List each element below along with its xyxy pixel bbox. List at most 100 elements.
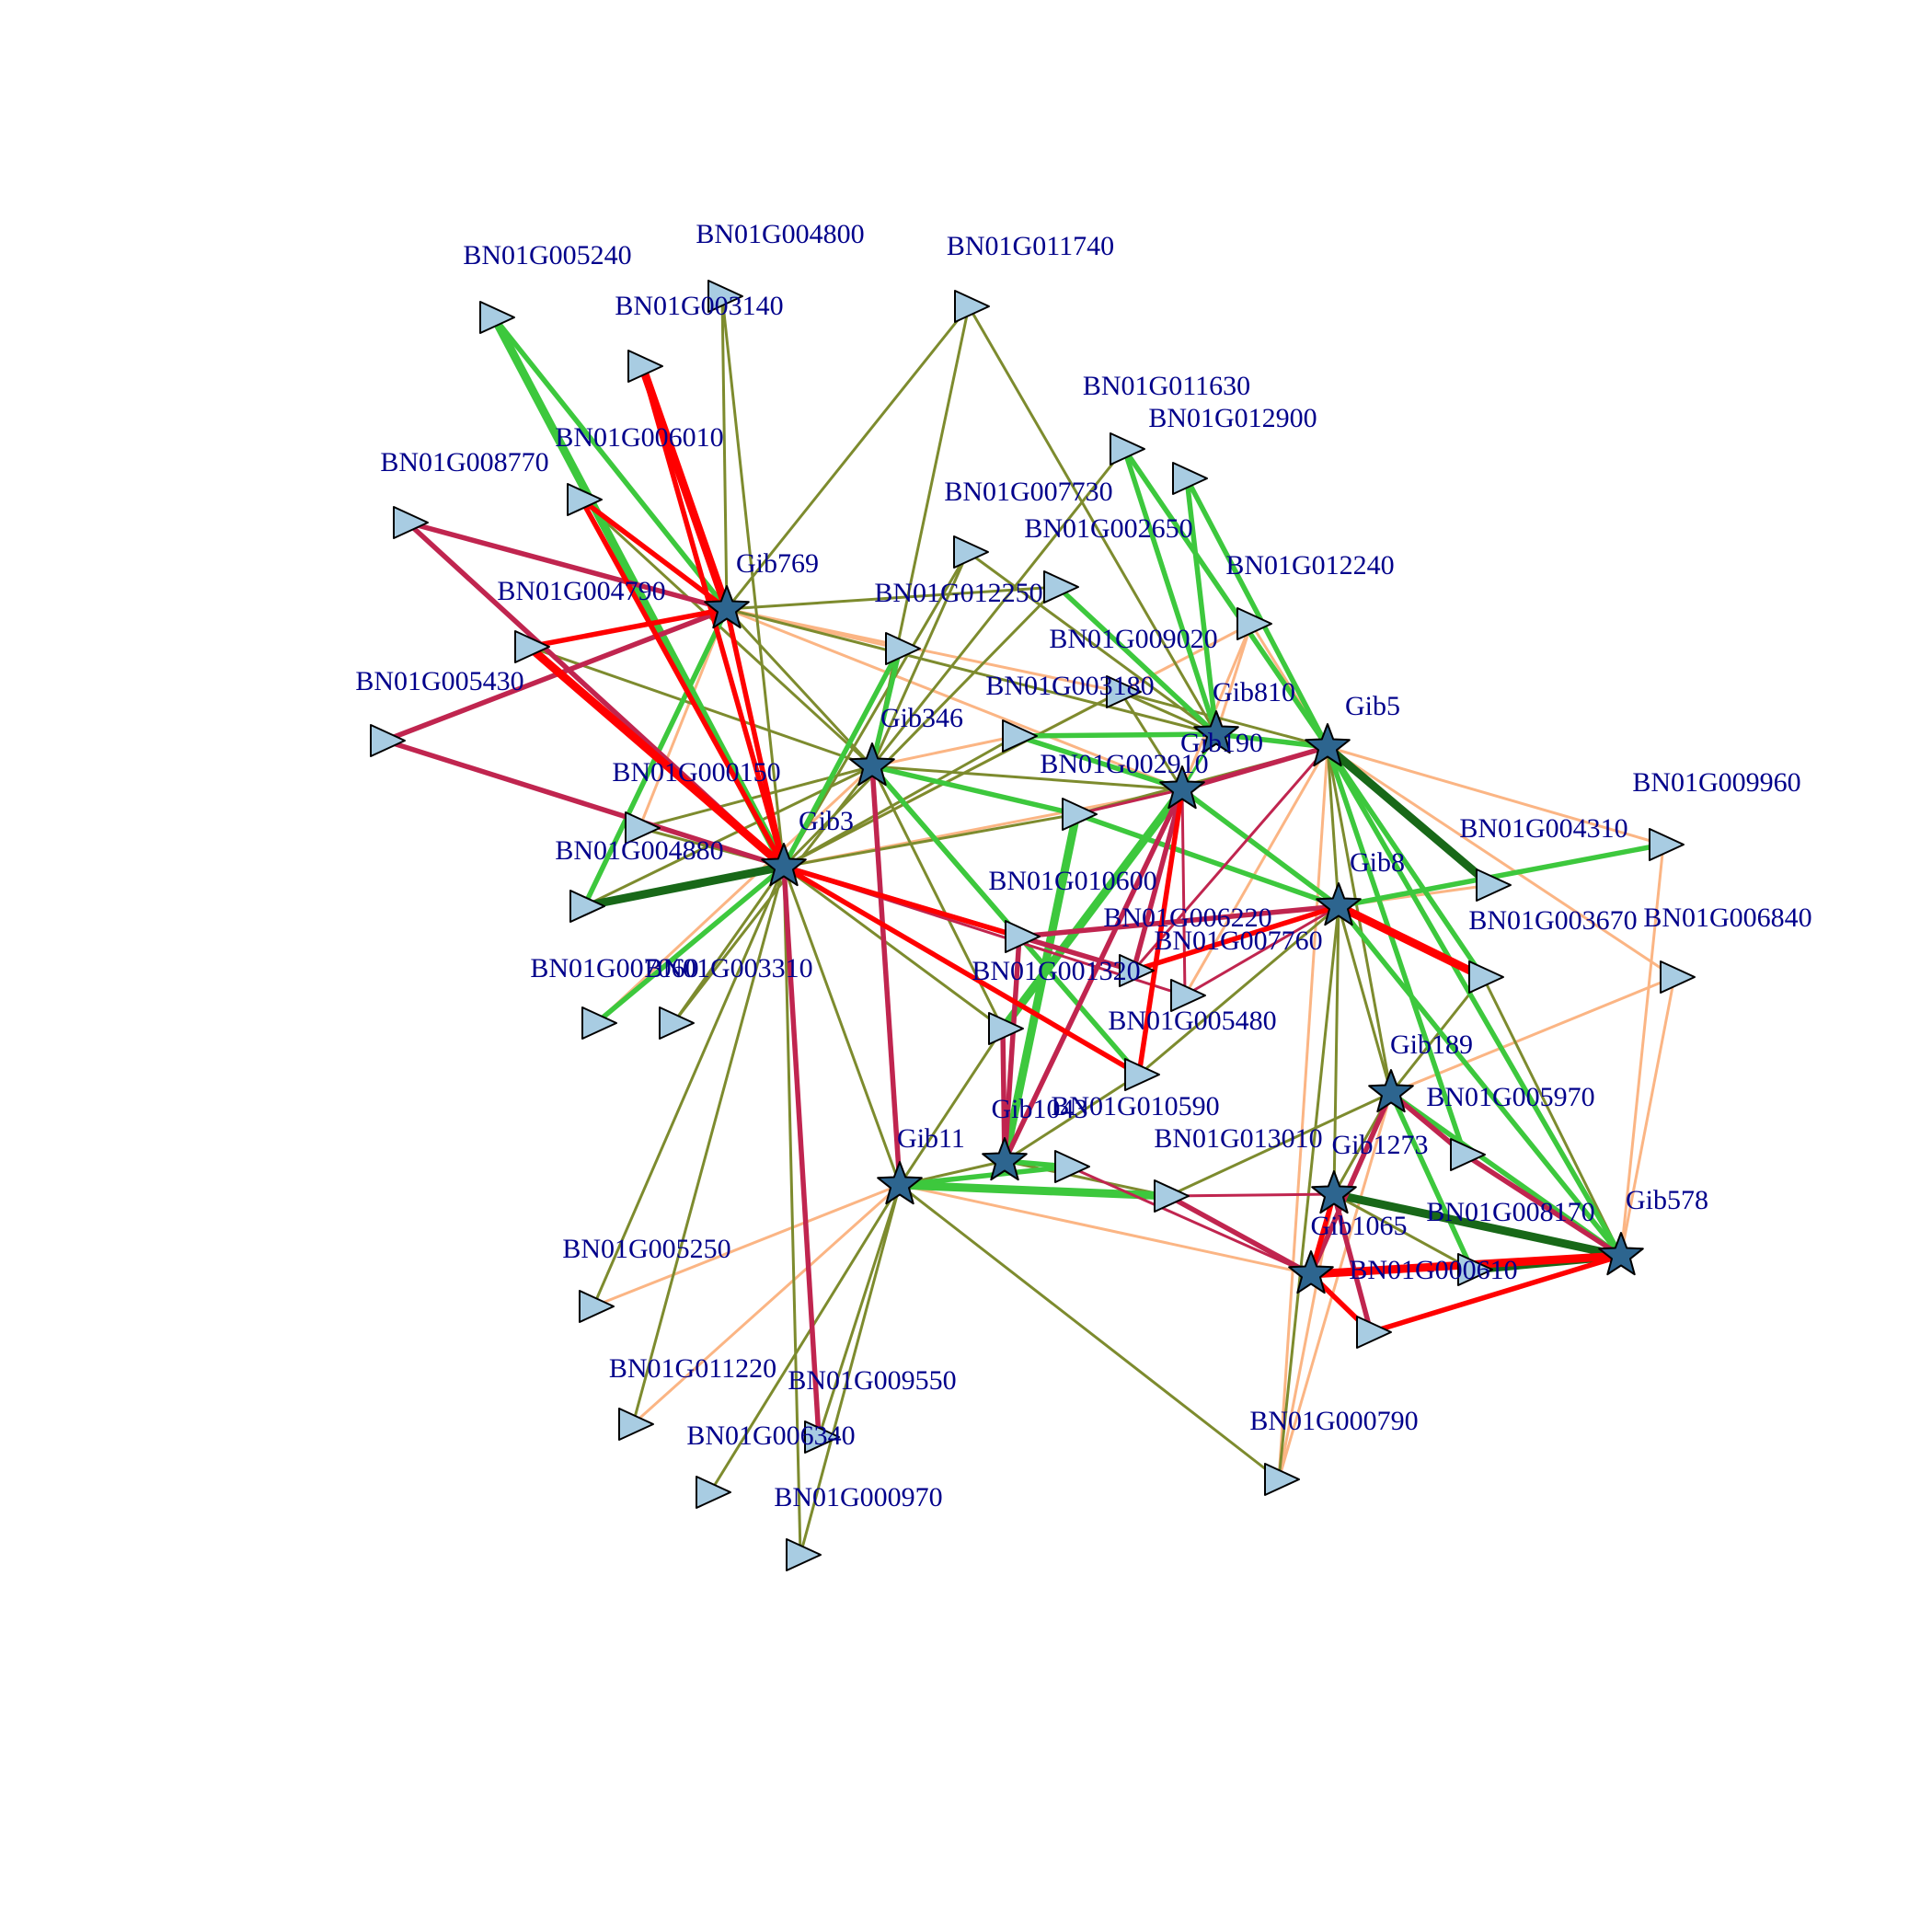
edge-Gib11-BN01G000790 bbox=[899, 1183, 1280, 1481]
gene-node-BN01G003310[interactable] bbox=[659, 1006, 695, 1040]
hub-node-Gib346[interactable] bbox=[849, 742, 895, 787]
gene-node-BN01G003140[interactable] bbox=[627, 350, 663, 383]
gene-node-BN01G012900[interactable] bbox=[1172, 462, 1208, 495]
node-label-BN01G005240: BN01G005240 bbox=[463, 240, 631, 270]
edge-Gib8-BN01G003670 bbox=[1337, 902, 1485, 982]
edges-layer bbox=[384, 295, 1676, 1556]
edge-Gib190-BN01G001320 bbox=[999, 787, 1186, 1031]
edge-Gib190-BN01G005480 bbox=[1136, 788, 1185, 1075]
gene-node-BN01G011740[interactable] bbox=[954, 290, 990, 323]
node-label-Gib769: Gib769 bbox=[736, 548, 819, 579]
node-label-BN01G003670: BN01G003670 bbox=[1468, 905, 1637, 936]
edge-BN01G000790-Gib8 bbox=[1277, 905, 1340, 1480]
gene-node-BN01G008170[interactable] bbox=[1457, 1253, 1493, 1286]
gene-node-BN01G013010[interactable] bbox=[1154, 1179, 1190, 1213]
gene-node-BN01G012250[interactable] bbox=[885, 632, 921, 665]
gene-node-BN01G004790[interactable] bbox=[514, 630, 550, 663]
node-label-Gib189: Gib189 bbox=[1390, 1029, 1473, 1060]
gene-node-BN01G007760[interactable] bbox=[1170, 979, 1206, 1012]
gene-node-BN01G009550[interactable] bbox=[804, 1420, 840, 1454]
gene-node-BN01G006010[interactable] bbox=[567, 483, 603, 516]
gene-node-BN01G006340[interactable] bbox=[696, 1476, 731, 1509]
edge-Gib769-Gib810 bbox=[726, 607, 1217, 736]
gene-node-BN01G003670[interactable] bbox=[1468, 960, 1504, 994]
gene-node-BN01G004800[interactable] bbox=[707, 280, 743, 313]
edge-BN01G006010-Gib346 bbox=[580, 498, 874, 768]
node-label-BN01G010600: BN01G010600 bbox=[988, 866, 1156, 896]
hub-node-Gib1065[interactable] bbox=[1288, 1250, 1334, 1294]
gene-node-BN01G004310[interactable] bbox=[1476, 868, 1512, 902]
gene-node-BN01G010600[interactable] bbox=[1005, 920, 1041, 953]
edge-Gib769-Gib190 bbox=[726, 607, 1183, 791]
gene-node-BN01G003180[interactable] bbox=[1002, 719, 1038, 753]
edge-BN01G006010-Gib3 bbox=[579, 498, 787, 868]
gene-node-BN01G001320[interactable] bbox=[988, 1012, 1024, 1045]
gene-node-BN01G006220[interactable] bbox=[1119, 954, 1155, 987]
node-label-Gib1273: Gib1273 bbox=[1332, 1130, 1429, 1160]
edge-Gib8-Gib578 bbox=[1336, 904, 1624, 1258]
gene-node-BN01G009960[interactable] bbox=[1649, 828, 1685, 861]
gene-node-BN01G005970[interactable] bbox=[1450, 1138, 1486, 1171]
edge-Gib8-Gib190 bbox=[1180, 787, 1340, 909]
gene-node-BN01G000150[interactable] bbox=[625, 811, 661, 845]
hub-node-Gib189[interactable] bbox=[1368, 1069, 1414, 1113]
edge-Gib3-BN01G005250 bbox=[592, 866, 786, 1307]
gene-node-BN01G002910[interactable] bbox=[1062, 798, 1098, 831]
node-label-BN01G012900: BN01G012900 bbox=[1148, 403, 1317, 433]
edge-BN01G009960-Gib578 bbox=[1619, 844, 1665, 1257]
edge-BN01G003140-Gib769 bbox=[638, 364, 731, 611]
gene-node-BN01G007730[interactable] bbox=[953, 535, 989, 569]
edge-BN01G008770-Gib769 bbox=[407, 520, 728, 612]
hub-node-Gib769[interactable] bbox=[704, 585, 750, 629]
hub-node-Gib5[interactable] bbox=[1305, 723, 1351, 767]
node-label-BN01G004880: BN01G004880 bbox=[555, 835, 723, 866]
edge-Gib769-Gib3 bbox=[724, 608, 787, 868]
edge-BN01G007060-Gib346 bbox=[594, 765, 874, 1025]
gene-node-BN01G000970[interactable] bbox=[786, 1538, 822, 1571]
gene-node-BN01G005240[interactable] bbox=[479, 301, 515, 334]
gene-node-BN01G009020[interactable] bbox=[1106, 675, 1142, 708]
edge-BN01G009020-Gib190 bbox=[1119, 691, 1184, 790]
edge-BN01G002650-Gib769 bbox=[726, 585, 1059, 611]
gene-node-BN01G011630[interactable] bbox=[1110, 432, 1145, 466]
edge-BN01G004790-Gib3 bbox=[526, 643, 787, 870]
edge-BN01G006840-Gib578 bbox=[1619, 976, 1676, 1257]
edge-Gib189-BN01G008170 bbox=[1388, 1091, 1475, 1271]
hub-node-Gib11[interactable] bbox=[877, 1161, 923, 1205]
node-label-BN01G002910: BN01G002910 bbox=[1040, 749, 1208, 779]
edge-Gib11-BN01G006340 bbox=[708, 1184, 902, 1493]
hub-node-Gib1043[interactable] bbox=[982, 1137, 1028, 1181]
edge-Gib1043-BN01G013010 bbox=[1004, 1159, 1169, 1198]
edge-BN01G007060-Gib3 bbox=[594, 864, 786, 1026]
gene-node-BN01G000790[interactable] bbox=[1264, 1463, 1300, 1496]
hub-node-Gib1273[interactable] bbox=[1311, 1170, 1357, 1214]
node-label-BN01G003310: BN01G003310 bbox=[644, 953, 812, 983]
edge-Gib1273-Gib578 bbox=[1333, 1190, 1622, 1260]
node-label-BN01G009550: BN01G009550 bbox=[788, 1365, 956, 1396]
gene-node-BN01G005430[interactable] bbox=[370, 724, 406, 757]
hub-node-Gib810[interactable] bbox=[1193, 710, 1239, 754]
hub-node-Gib578[interactable] bbox=[1598, 1232, 1644, 1276]
edge-Gib3-BN01G009550 bbox=[781, 866, 822, 1438]
edge-Gib189-BN01G003670 bbox=[1389, 976, 1485, 1094]
hub-node-Gib190[interactable] bbox=[1159, 765, 1205, 810]
node-label-BN01G001320: BN01G001320 bbox=[972, 956, 1140, 986]
node-label-BN01G005430: BN01G005430 bbox=[355, 666, 523, 696]
gene-node-BN01G012240[interactable] bbox=[1236, 607, 1272, 640]
hub-node-Gib8[interactable] bbox=[1316, 882, 1362, 926]
gene-node-BN01G010590[interactable] bbox=[1054, 1150, 1090, 1183]
gene-node-BN01G005250[interactable] bbox=[579, 1290, 615, 1323]
node-label-BN01G004310: BN01G004310 bbox=[1459, 813, 1627, 844]
gene-node-BN01G000610[interactable] bbox=[1356, 1316, 1392, 1349]
hub-node-Gib3[interactable] bbox=[761, 843, 807, 887]
gene-node-BN01G005480[interactable] bbox=[1124, 1058, 1160, 1091]
gene-node-BN01G008770[interactable] bbox=[393, 506, 429, 539]
gene-node-BN01G011220[interactable] bbox=[618, 1408, 654, 1441]
node-label-BN01G003180: BN01G003180 bbox=[985, 671, 1154, 701]
gene-node-BN01G004880[interactable] bbox=[569, 890, 605, 923]
gene-node-BN01G002650[interactable] bbox=[1043, 570, 1079, 604]
gene-node-BN01G007060[interactable] bbox=[581, 1006, 617, 1040]
gene-node-BN01G006840[interactable] bbox=[1660, 960, 1696, 994]
edge-Gib1273-BN01G000610 bbox=[1331, 1193, 1374, 1333]
edge-BN01G004790-Gib769 bbox=[528, 606, 728, 650]
